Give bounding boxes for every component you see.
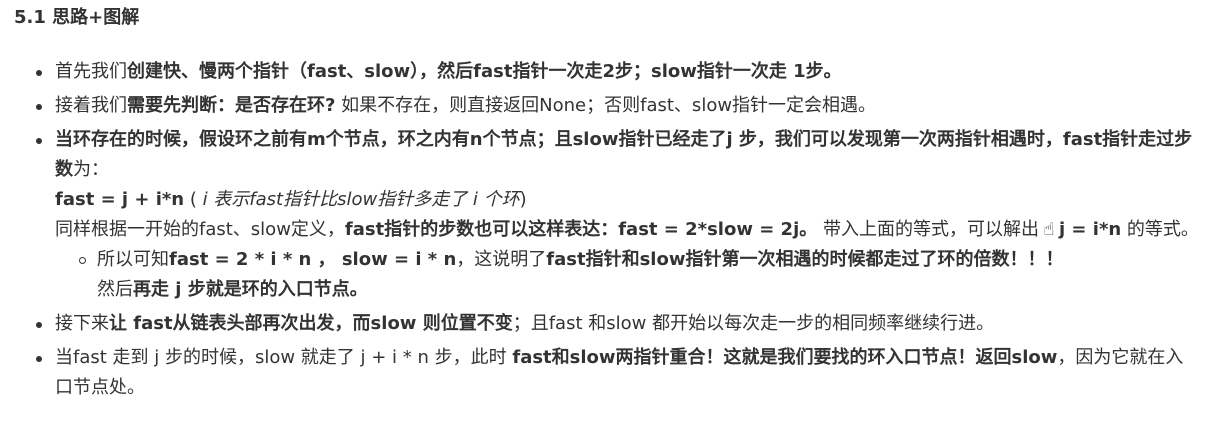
item-bold-text: 需要先判断：是否存在环? bbox=[127, 95, 336, 116]
section-heading: 5.1 思路+图解 bbox=[14, 7, 140, 28]
item-bold-text: 当环存在的时候，假设环之前有m个节点，环之内有n个节点；且slow指针已经走了j… bbox=[55, 129, 1193, 180]
pointing-hand-icon: ☝ bbox=[1043, 219, 1055, 240]
item-text: 当fast 走到 j 步的时候，slow 就走了 j + i * n 步，此时 bbox=[55, 347, 513, 368]
derivation-line: 同样根据一开始的fast、slow定义，fast指针的步数也可以这样表达：fas… bbox=[55, 215, 1200, 245]
formula-paren-close: ) bbox=[519, 189, 527, 210]
sub-list-item: 所以可知fast = 2 * i * n ， slow = i * n，这说明了… bbox=[55, 245, 1200, 305]
list-item: 当环存在的时候，假设环之前有m个节点，环之内有n个节点；且slow指针已经走了j… bbox=[30, 125, 1200, 305]
sub-list: 所以可知fast = 2 * i * n ， slow = i * n，这说明了… bbox=[55, 245, 1200, 305]
item-text: ，这说明了 bbox=[456, 249, 547, 270]
item-bold-text: 创建快、慢两个指针（fast、slow），然后fast指针一次走2步；slow指… bbox=[127, 61, 842, 82]
item-text: 然后 bbox=[97, 279, 133, 300]
item-bold-text: fast指针的步数也可以这样表达：fast = 2*slow = 2j。 bbox=[344, 219, 818, 240]
list-item: 首先我们创建快、慢两个指针（fast、slow），然后fast指针一次走2步；s… bbox=[30, 57, 1200, 87]
item-bold-text: 再走 j 步就是环的入口节点。 bbox=[133, 279, 368, 300]
list-item: 当fast 走到 j 步的时候，slow 就走了 j + i * n 步，此时 … bbox=[30, 343, 1200, 403]
item-text: 首先我们 bbox=[55, 61, 127, 82]
list-item: 接着我们需要先判断：是否存在环? 如果不存在，则直接返回None；否则fast、… bbox=[30, 91, 1200, 121]
formula-paren: ( bbox=[184, 189, 203, 210]
item-bold-text: 让 fast从链表头部再次出发，而slow 则位置不变 bbox=[109, 313, 513, 334]
formula: fast = j + i*n bbox=[55, 189, 185, 210]
item-text: 带入上面的等式，可以解出 bbox=[817, 219, 1039, 240]
list-item: 接下来让 fast从链表头部再次出发，而slow 则位置不变；且fast 和sl… bbox=[30, 309, 1200, 339]
item-text: 为： bbox=[73, 159, 109, 180]
item-text: 同样根据一开始的fast、slow定义， bbox=[55, 219, 345, 240]
item-bold-text: fast和slow两指针重合！这就是我们要找的环入口节点！返回slow bbox=[512, 347, 1058, 368]
item-bold-text: fast指针和slow指针第一次相遇的时候都走过了环的倍数！！！ bbox=[546, 249, 1064, 270]
item-text: 的等式。 bbox=[1121, 219, 1199, 240]
bullet-list: 首先我们创建快、慢两个指针（fast、slow），然后fast指针一次走2步；s… bbox=[30, 57, 1200, 407]
item-text: ；且fast 和slow 都开始以每次走一步的相同频率继续行进。 bbox=[512, 313, 995, 334]
item-text: 所以可知 bbox=[97, 249, 169, 270]
formula-note: i 表示fast指针比slow指针多走了 i 个环 bbox=[202, 189, 520, 210]
formula-line: fast = j + i*n ( i 表示fast指针比slow指针多走了 i … bbox=[55, 185, 1200, 215]
item-text: ，因为它就在入口节点处。 bbox=[55, 347, 1184, 398]
item-text: 如果不存在，则直接返回None；否则fast、slow指针一定会相遇。 bbox=[335, 95, 877, 116]
item-bold-text: j = i*n bbox=[1059, 219, 1122, 240]
item-text: 接着我们 bbox=[55, 95, 127, 116]
item-bold-text: fast = 2 * i * n ， slow = i * n bbox=[169, 249, 457, 270]
item-text: 接下来 bbox=[55, 313, 109, 334]
